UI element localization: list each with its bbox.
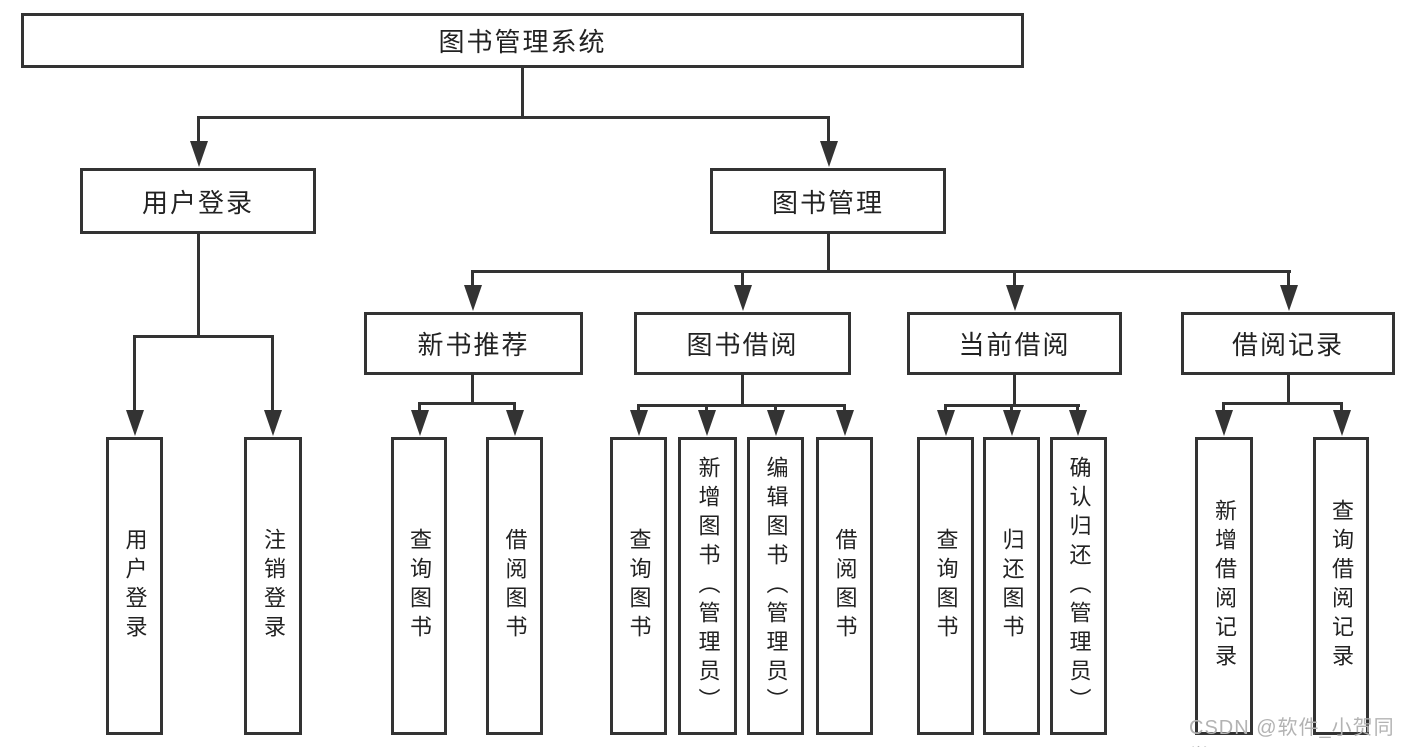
arrow-shaft [513, 403, 516, 416]
node-leaf-borrow-books: 借阅图书 [816, 437, 873, 735]
node-new-book-recommend: 新书推荐 [364, 312, 583, 375]
arrow-shaft [197, 117, 200, 147]
arrow-shaft [1013, 271, 1016, 291]
node-leaf-add-borrow-record: 新增借阅记录 [1195, 437, 1253, 735]
arrow-shaft [418, 403, 421, 416]
arrow-down [766, 410, 785, 436]
node-book-borrowing: 图书借阅 [634, 312, 851, 375]
node-leaf-borrow-books-recommend: 借阅图书 [486, 437, 543, 735]
connector-hline [197, 115, 830, 119]
arrow-shaft [1340, 403, 1343, 416]
node-leaf-query-borrow-record: 查询借阅记录 [1313, 437, 1369, 735]
arrow-down [819, 141, 838, 167]
arrow-down [697, 410, 716, 436]
arrow-down [1332, 410, 1351, 436]
arrow-shaft [271, 336, 274, 416]
connector-hline [1222, 401, 1343, 405]
connector-vline [1287, 375, 1290, 405]
arrow-down [410, 410, 429, 436]
connector-vline [741, 375, 744, 407]
arrow-down [733, 285, 752, 311]
arrow-down [263, 410, 282, 436]
connector-hline [637, 403, 846, 407]
arrow-shaft [1287, 271, 1290, 291]
arrow-down [629, 410, 648, 436]
node-leaf-add-books-admin: 新增图书（管理员） [678, 437, 737, 735]
arrow-down [1005, 285, 1024, 311]
node-leaf-user-login: 用户登录 [106, 437, 163, 735]
arrow-down [936, 410, 955, 436]
csdn-watermark: CSDN @软件_小贺同学 [1189, 717, 1395, 747]
arrow-down [835, 410, 854, 436]
node-leaf-query-books-current: 查询图书 [917, 437, 974, 735]
arrow-down [125, 410, 144, 436]
arrow-shaft [133, 336, 136, 416]
node-library-system: 图书管理系统 [21, 13, 1024, 68]
node-current-borrowing: 当前借阅 [907, 312, 1122, 375]
arrow-down [463, 285, 482, 311]
arrow-down [1279, 285, 1298, 311]
node-leaf-return-books: 归还图书 [983, 437, 1040, 735]
arrow-shaft [1222, 403, 1225, 416]
arrow-shaft [471, 271, 474, 291]
connector-vline [471, 375, 474, 405]
arrow-down [505, 410, 524, 436]
arrow-down [1002, 410, 1021, 436]
arrow-down [189, 141, 208, 167]
node-leaf-query-books-recommend: 查询图书 [391, 437, 447, 735]
connector-hline [133, 334, 274, 338]
node-leaf-edit-books-admin: 编辑图书（管理员） [747, 437, 804, 735]
arrow-down [1068, 410, 1087, 436]
arrow-shaft [741, 271, 744, 291]
node-leaf-logout: 注销登录 [244, 437, 302, 735]
arrow-down [1214, 410, 1233, 436]
node-leaf-query-books-borrowing: 查询图书 [610, 437, 667, 735]
arrow-shaft [827, 117, 830, 147]
connector-vline [197, 234, 200, 338]
node-user-login: 用户登录 [80, 168, 316, 234]
connector-vline [521, 68, 524, 119]
node-borrowing-records: 借阅记录 [1181, 312, 1395, 375]
connector-vline [1013, 375, 1016, 407]
node-leaf-confirm-return-admin: 确认归还（管理员） [1050, 437, 1107, 735]
connector-hline [418, 401, 516, 405]
node-book-management: 图书管理 [710, 168, 946, 234]
connector-vline [827, 234, 830, 273]
connector-hline [471, 269, 1291, 273]
